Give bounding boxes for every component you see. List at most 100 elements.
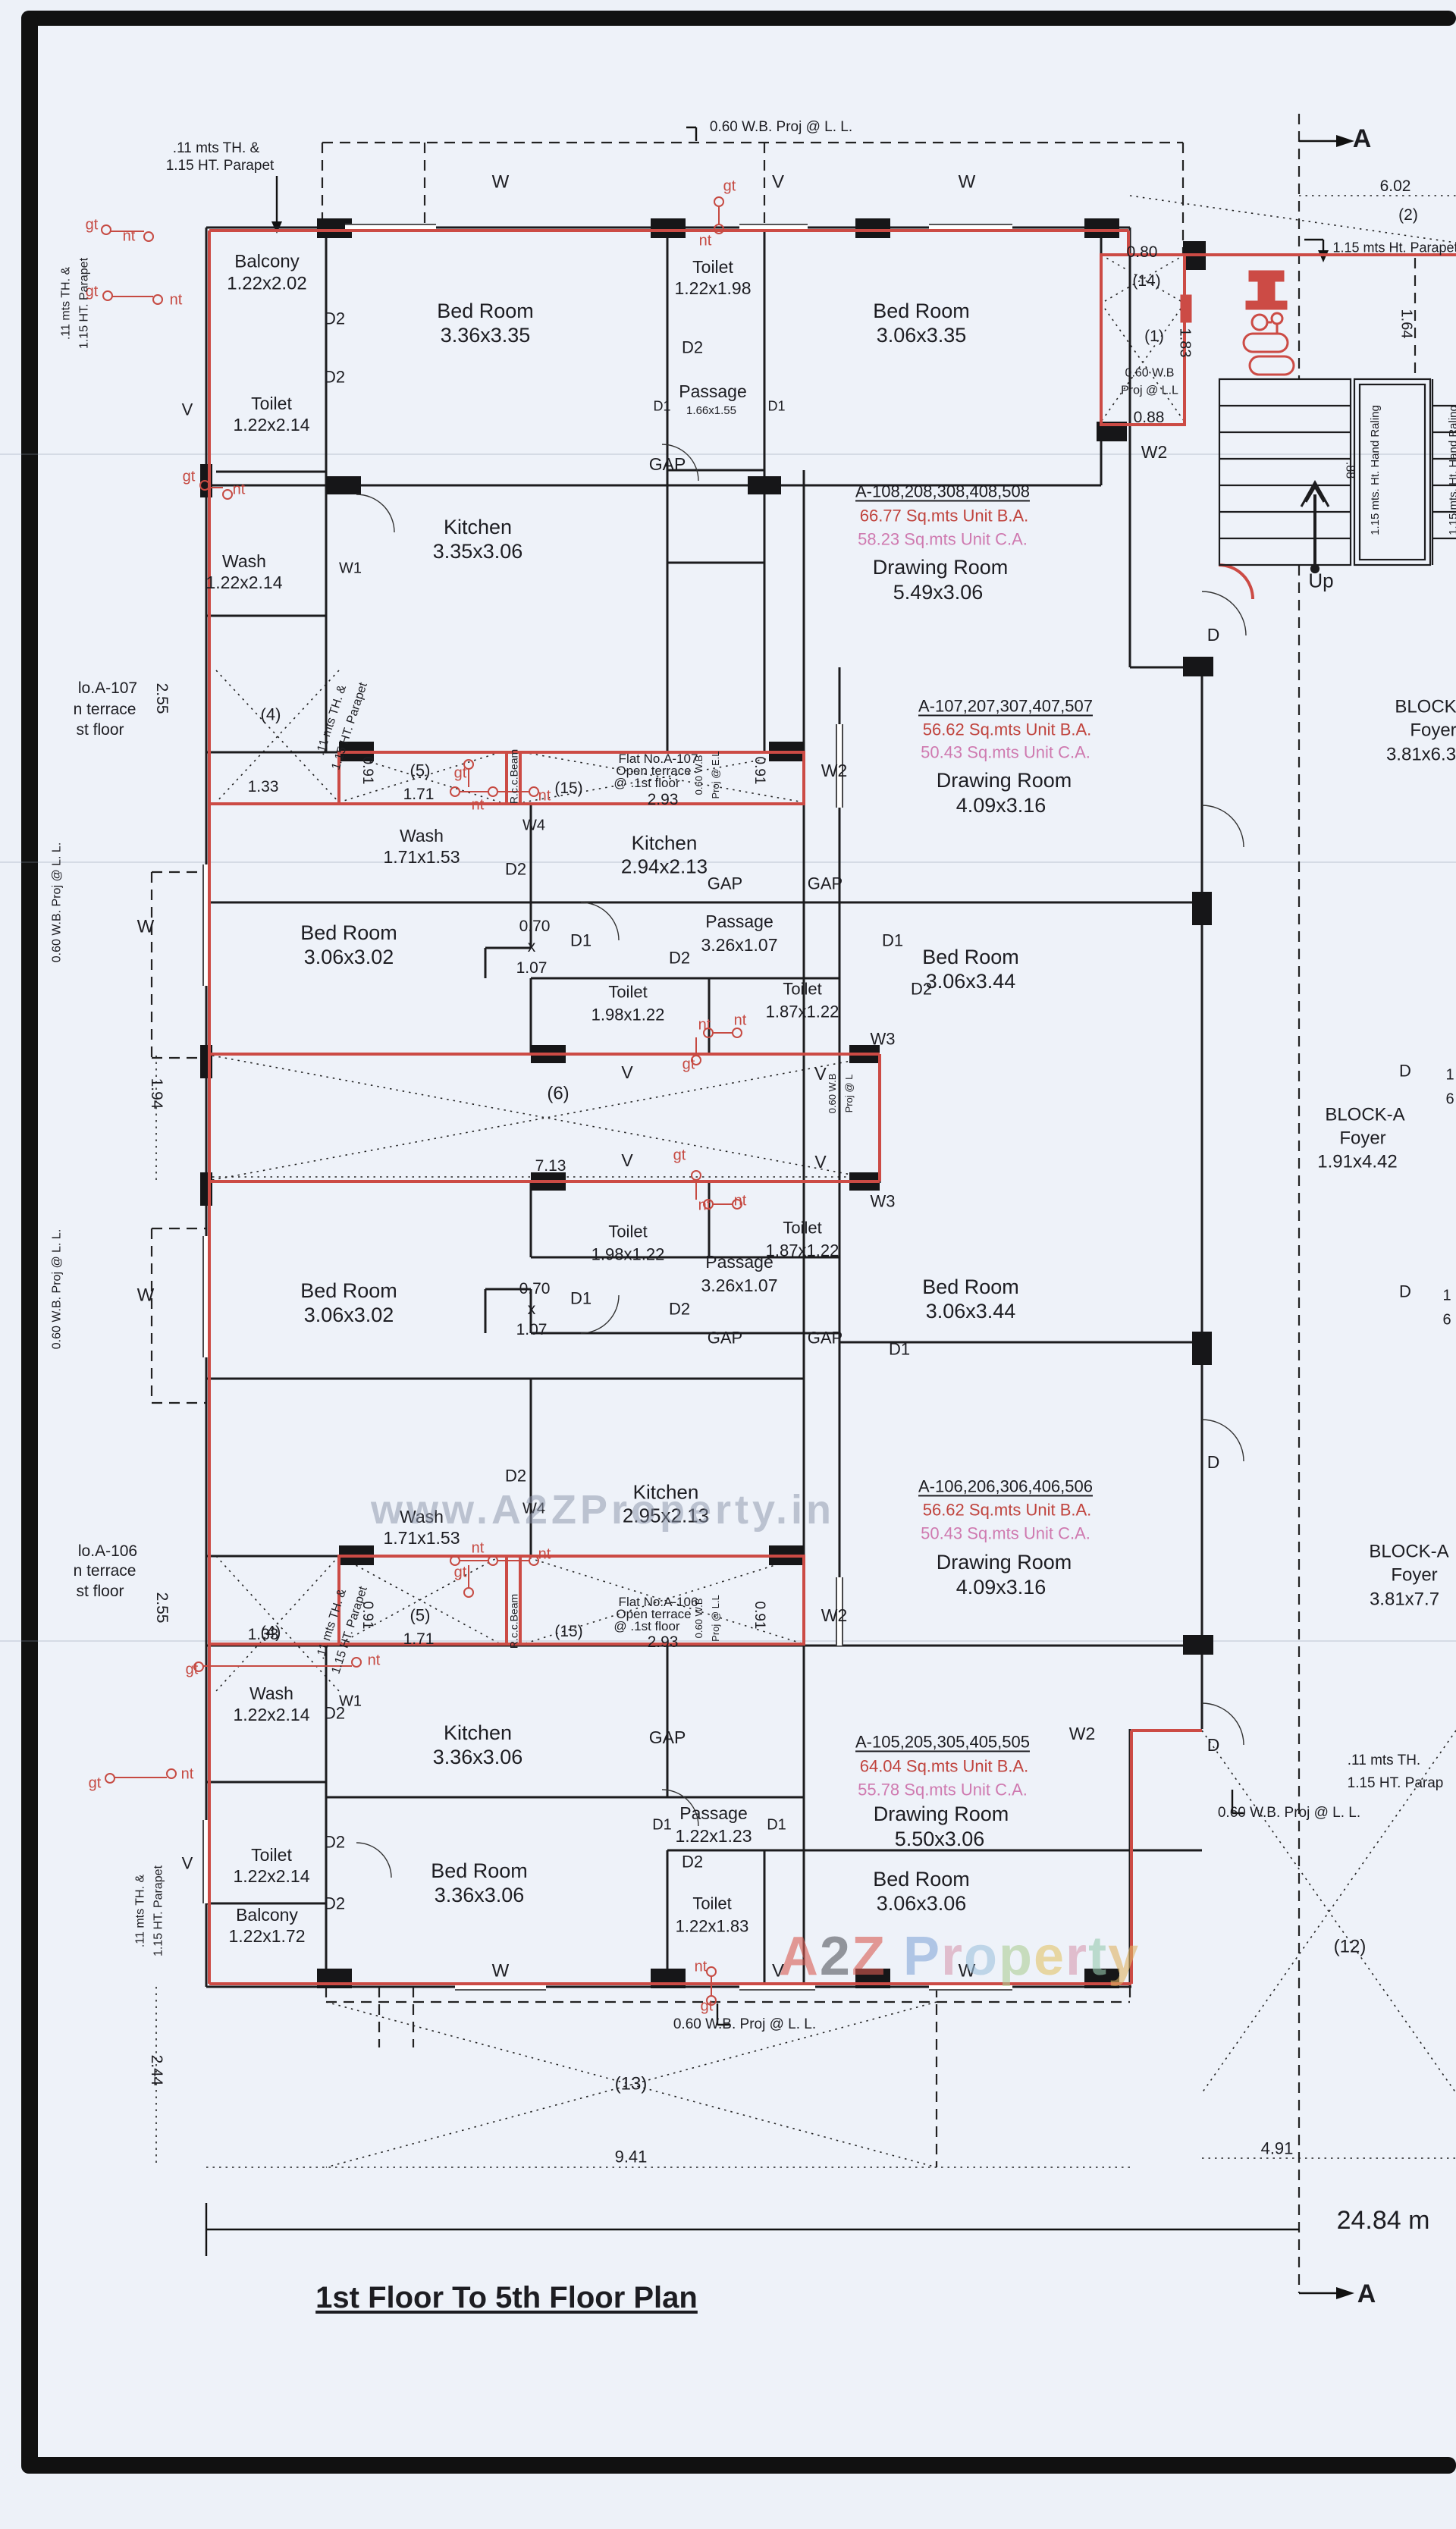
parapet-tl-rot-2: 1.15 HT. Parapet <box>77 257 91 350</box>
watermark-brand-letter: t <box>1088 1926 1109 1987</box>
watermark-brand-letter: P <box>902 1926 941 1987</box>
room-toilet-107b: Toilet <box>783 979 822 999</box>
room-bed-108a-dim: 3.36x3.35 <box>440 323 531 347</box>
door-d-foyer-1: D <box>1399 1061 1411 1081</box>
edge-frag-1: 1 <box>1445 1066 1454 1084</box>
wb-left-1: 0.60 W.B. Proj @ L. L. <box>50 842 64 963</box>
rcc-beam-a: R.c.c.Beam <box>507 748 520 805</box>
edge-frag-4: 6 <box>1442 1311 1451 1329</box>
parapet-bl-rot-1: .11 mts TH. & <box>133 1874 147 1948</box>
nt-marker-t1: nt <box>694 1958 708 1975</box>
scan-artifact-line <box>0 861 1456 863</box>
terrace-4a: (4) <box>260 704 281 724</box>
gap-label-1: GAP <box>648 453 686 474</box>
window-w2-106: W2 <box>821 1605 848 1625</box>
gt-marker-t1: gt <box>700 1997 714 2015</box>
room-bed-106a-dim: 3.06x3.02 <box>303 1303 394 1326</box>
room-bed-107b: Bed Room <box>922 945 1019 968</box>
gt-marker-s2: gt <box>185 1661 199 1678</box>
window-w3-b: W3 <box>870 1191 896 1211</box>
foyer2-dim: 1.91x4.42 <box>1317 1151 1398 1172</box>
room-kitchen-105-dim: 3.36x3.06 <box>432 1745 523 1768</box>
room-bed-105b-dim: 3.06x3.06 <box>876 1891 967 1915</box>
room-toilet-108a-dim: 1.22x1.98 <box>674 278 752 298</box>
scan-frame-top <box>21 11 1456 26</box>
door-d2-2: D2 <box>323 367 346 387</box>
parapet-tl-rot-1: .11 mts TH. & <box>59 266 73 340</box>
gt-marker-top: gt <box>723 177 736 195</box>
room-drawing-105-dim: 5.50x3.06 <box>894 1827 985 1850</box>
window-w2-105: W2 <box>1068 1723 1096 1743</box>
flat-a107-ca: 50.43 Sq.mts Unit C.A. <box>921 742 1090 762</box>
parapet-bl-rot-2: 1.15 HT. Parapet <box>152 1865 165 1957</box>
wb-proj-br: 0.60 W.B. Proj @ L. L. <box>1217 1805 1361 1821</box>
foyer1-name: Foyer <box>1410 720 1456 741</box>
room-passage-106-dim: 3.26x1.07 <box>701 1275 778 1295</box>
room-bed-108a: Bed Room <box>437 299 534 322</box>
window-w-left-2: W <box>136 1285 155 1306</box>
door-d2-1: D2 <box>323 309 346 328</box>
room-toilet-105a: Toilet <box>251 1844 292 1865</box>
dim-088b: .88 <box>1343 461 1357 479</box>
flat107-note-3: @ .1st floor <box>613 776 680 791</box>
a106-margin-2: n terrace <box>73 1561 136 1580</box>
dim-091a: 0.91 <box>359 756 375 785</box>
parapet-note-br-2: 1.15 HT. Parap <box>1347 1775 1444 1792</box>
room-bed-108b-dim: 3.06x3.35 <box>876 323 967 347</box>
door-d-106: D <box>1207 1451 1220 1472</box>
dim-x-a: x <box>527 937 536 955</box>
dim-293a: 2.93 <box>647 790 679 808</box>
door-d2-5: D2 <box>668 948 691 968</box>
dim-183: 1.83 <box>1176 328 1194 358</box>
window-v-b2: V <box>814 1151 827 1172</box>
terrace-2: (2) <box>1398 206 1418 224</box>
room-drawing-107-dim: 4.09x3.16 <box>956 793 1046 817</box>
door-d2-11: D2 <box>323 1894 346 1913</box>
flat-a107-ids: A-107,207,307,407,507 <box>918 696 1093 716</box>
dim-194: 1.94 <box>148 1078 166 1109</box>
flat-a106-ca: 50.43 Sq.mts Unit C.A. <box>921 1523 1090 1543</box>
parapet-note-topleft-1: .11 mts TH. & <box>172 140 260 157</box>
window-w1-a: W1 <box>339 560 362 577</box>
foyer3-name: Foyer <box>1391 1564 1438 1586</box>
flat-a106-ba: 56.62 Sq.mts Unit B.A. <box>922 1500 1092 1520</box>
gt-marker-m2: gt <box>85 283 99 300</box>
nt-marker-p2: nt <box>733 1012 747 1029</box>
room-kitchen-108: Kitchen <box>443 515 513 538</box>
nt-marker-r2: nt <box>538 1545 551 1563</box>
stairs-up-arrowhead <box>1300 479 1330 507</box>
flat107-note-2: Open terrace <box>616 764 692 779</box>
watermark-brand-letter: 2 <box>819 1926 852 1987</box>
terrace-13: (13) <box>614 2073 648 2094</box>
gt-marker-b1: gt <box>673 1147 686 1164</box>
foyer3-dim: 3.81x7.7 <box>1369 1589 1440 1610</box>
a107-margin-3: st floor <box>76 720 124 739</box>
a106-margin-1: lo.A-106 <box>77 1542 138 1560</box>
dim-244: 2.44 <box>148 2054 166 2086</box>
dim-080: 0.80 <box>1126 243 1158 261</box>
dim-091d: 0.91 <box>751 1601 767 1630</box>
terrace-4b: (4) <box>260 1622 281 1642</box>
dim-602: 6.02 <box>1379 177 1411 195</box>
room-kitchen-105: Kitchen <box>443 1721 513 1744</box>
edge-frag-2: 6 <box>1445 1090 1454 1108</box>
wb-mid-2: Proj @ L <box>843 1074 855 1113</box>
room-balcony-105-dim: 1.22x1.72 <box>228 1925 306 1946</box>
room-drawing-105: Drawing Room <box>873 1802 1009 1825</box>
gap-label-3: GAP <box>807 874 843 893</box>
room-bed-106a: Bed Room <box>300 1279 397 1302</box>
window-w-bot-2: W <box>958 1960 976 1981</box>
room-passage-107: Passage <box>705 911 774 931</box>
room-drawing-108-dim: 5.49x3.06 <box>893 580 984 604</box>
dim-2484: 24.84 m <box>1336 2206 1430 2236</box>
flat106-note-2: Open terrace <box>616 1607 692 1622</box>
gt-marker-p1: gt <box>682 1056 695 1073</box>
handrail-note-2: 1.15 mts. Ht. Hand Raling <box>1447 405 1456 535</box>
dim-x-b: x <box>527 1300 536 1318</box>
nt-marker-p1: nt <box>698 1016 711 1034</box>
handrail-note-1: 1.15 mts. Ht. Hand Raling <box>1369 405 1382 535</box>
window-w2-top: W2 <box>1141 441 1168 462</box>
room-balcony-108: Balcony <box>234 251 300 272</box>
gt-marker-m1: gt <box>85 216 99 234</box>
gt-marker-m3: gt <box>88 1774 102 1792</box>
